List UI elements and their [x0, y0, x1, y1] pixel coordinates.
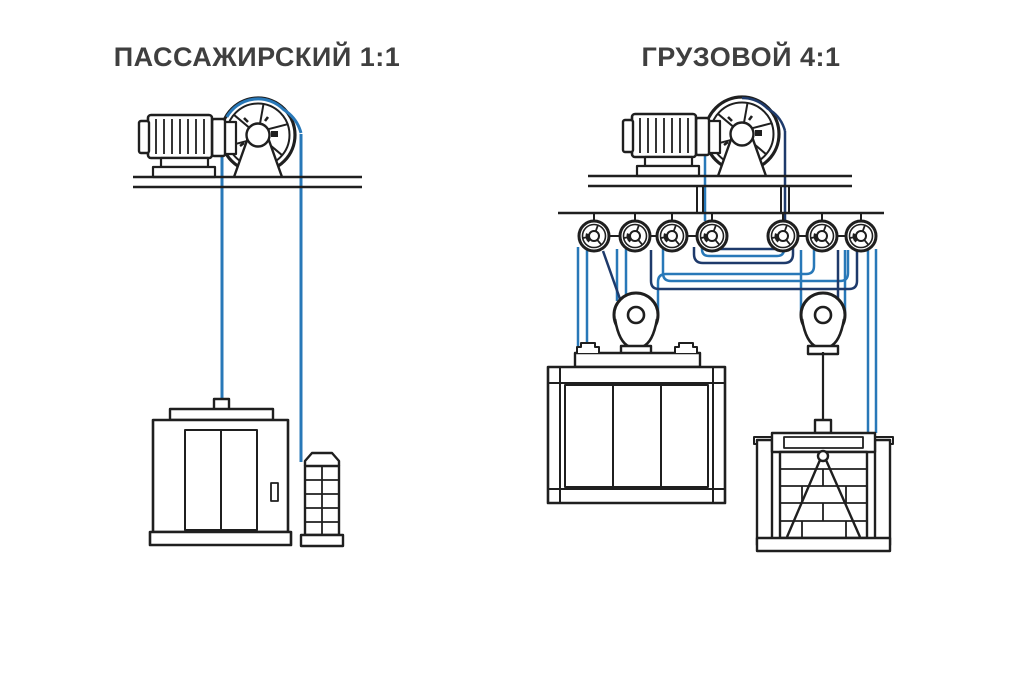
freight-structures [546, 95, 894, 553]
counterweight-fillers [305, 466, 339, 535]
deflection-pulley-3 [655, 211, 689, 253]
deflection-pulley-7 [844, 211, 878, 253]
cw-post-left [755, 438, 774, 547]
deflection-pulley-6 [805, 211, 839, 253]
deflection-pulley-4 [695, 211, 729, 253]
cw-base [755, 536, 892, 553]
rope-over-freight-sheave [741, 96, 787, 132]
passenger-machine-floor [133, 175, 362, 189]
outer-u-loop [692, 247, 795, 265]
car-deadend-ropes [576, 247, 589, 350]
counterweight-deadend-ropes [866, 249, 878, 433]
crosshead-bracket-right [674, 342, 698, 353]
freight-diagram-title: ГРУЗОВОЙ 4:1 [641, 42, 841, 72]
freight-car-frame [546, 365, 727, 505]
passenger-structures [133, 96, 362, 548]
passenger-machine [137, 96, 297, 179]
deflection-pulley-2 [618, 211, 652, 253]
passenger-system-diagram [133, 96, 362, 548]
crosshead-bracket-left [576, 342, 600, 353]
freight-machine-floor [588, 174, 852, 188]
freight-car-doors [564, 384, 709, 488]
car-sheave-to-right-run [656, 250, 816, 314]
passenger-car [148, 397, 293, 547]
pulley-beam-hangers [696, 186, 790, 213]
counterweight-cap [303, 451, 341, 466]
passenger-counterweight [299, 451, 345, 548]
rope-over-traction-sheave [225, 97, 303, 134]
car-base [148, 530, 293, 547]
counterweight-hitch-block [813, 418, 833, 435]
passenger-diagram-title: ПАССАЖИРСКИЙ 1:1 [113, 42, 401, 72]
car-crosshead [168, 407, 275, 422]
freight-car [546, 365, 727, 505]
deflection-pulley-5 [766, 211, 800, 253]
mid-horizontal-run [661, 249, 850, 283]
cw-sling [785, 449, 862, 538]
passenger-hoist-ropes [220, 134, 303, 462]
car-suspension-sheave [612, 291, 660, 356]
freight-car-crosshead [573, 342, 702, 369]
diagonal-rope-to-car-sheave [601, 250, 622, 300]
cw-filler-stack [778, 450, 869, 540]
cw-post-right [873, 438, 892, 547]
freight-system-diagram [546, 95, 894, 553]
cw-top-beam [770, 431, 877, 454]
freight-counterweight [753, 431, 894, 553]
deflection-pulley-row [577, 211, 878, 253]
deflection-pulley-1 [577, 211, 611, 253]
freight-machine [621, 95, 781, 178]
counterweight-base [299, 533, 345, 548]
long-horizontal-run [649, 250, 859, 291]
door-lock-detail [270, 482, 279, 502]
counterweight-suspension-sheave [799, 291, 847, 356]
